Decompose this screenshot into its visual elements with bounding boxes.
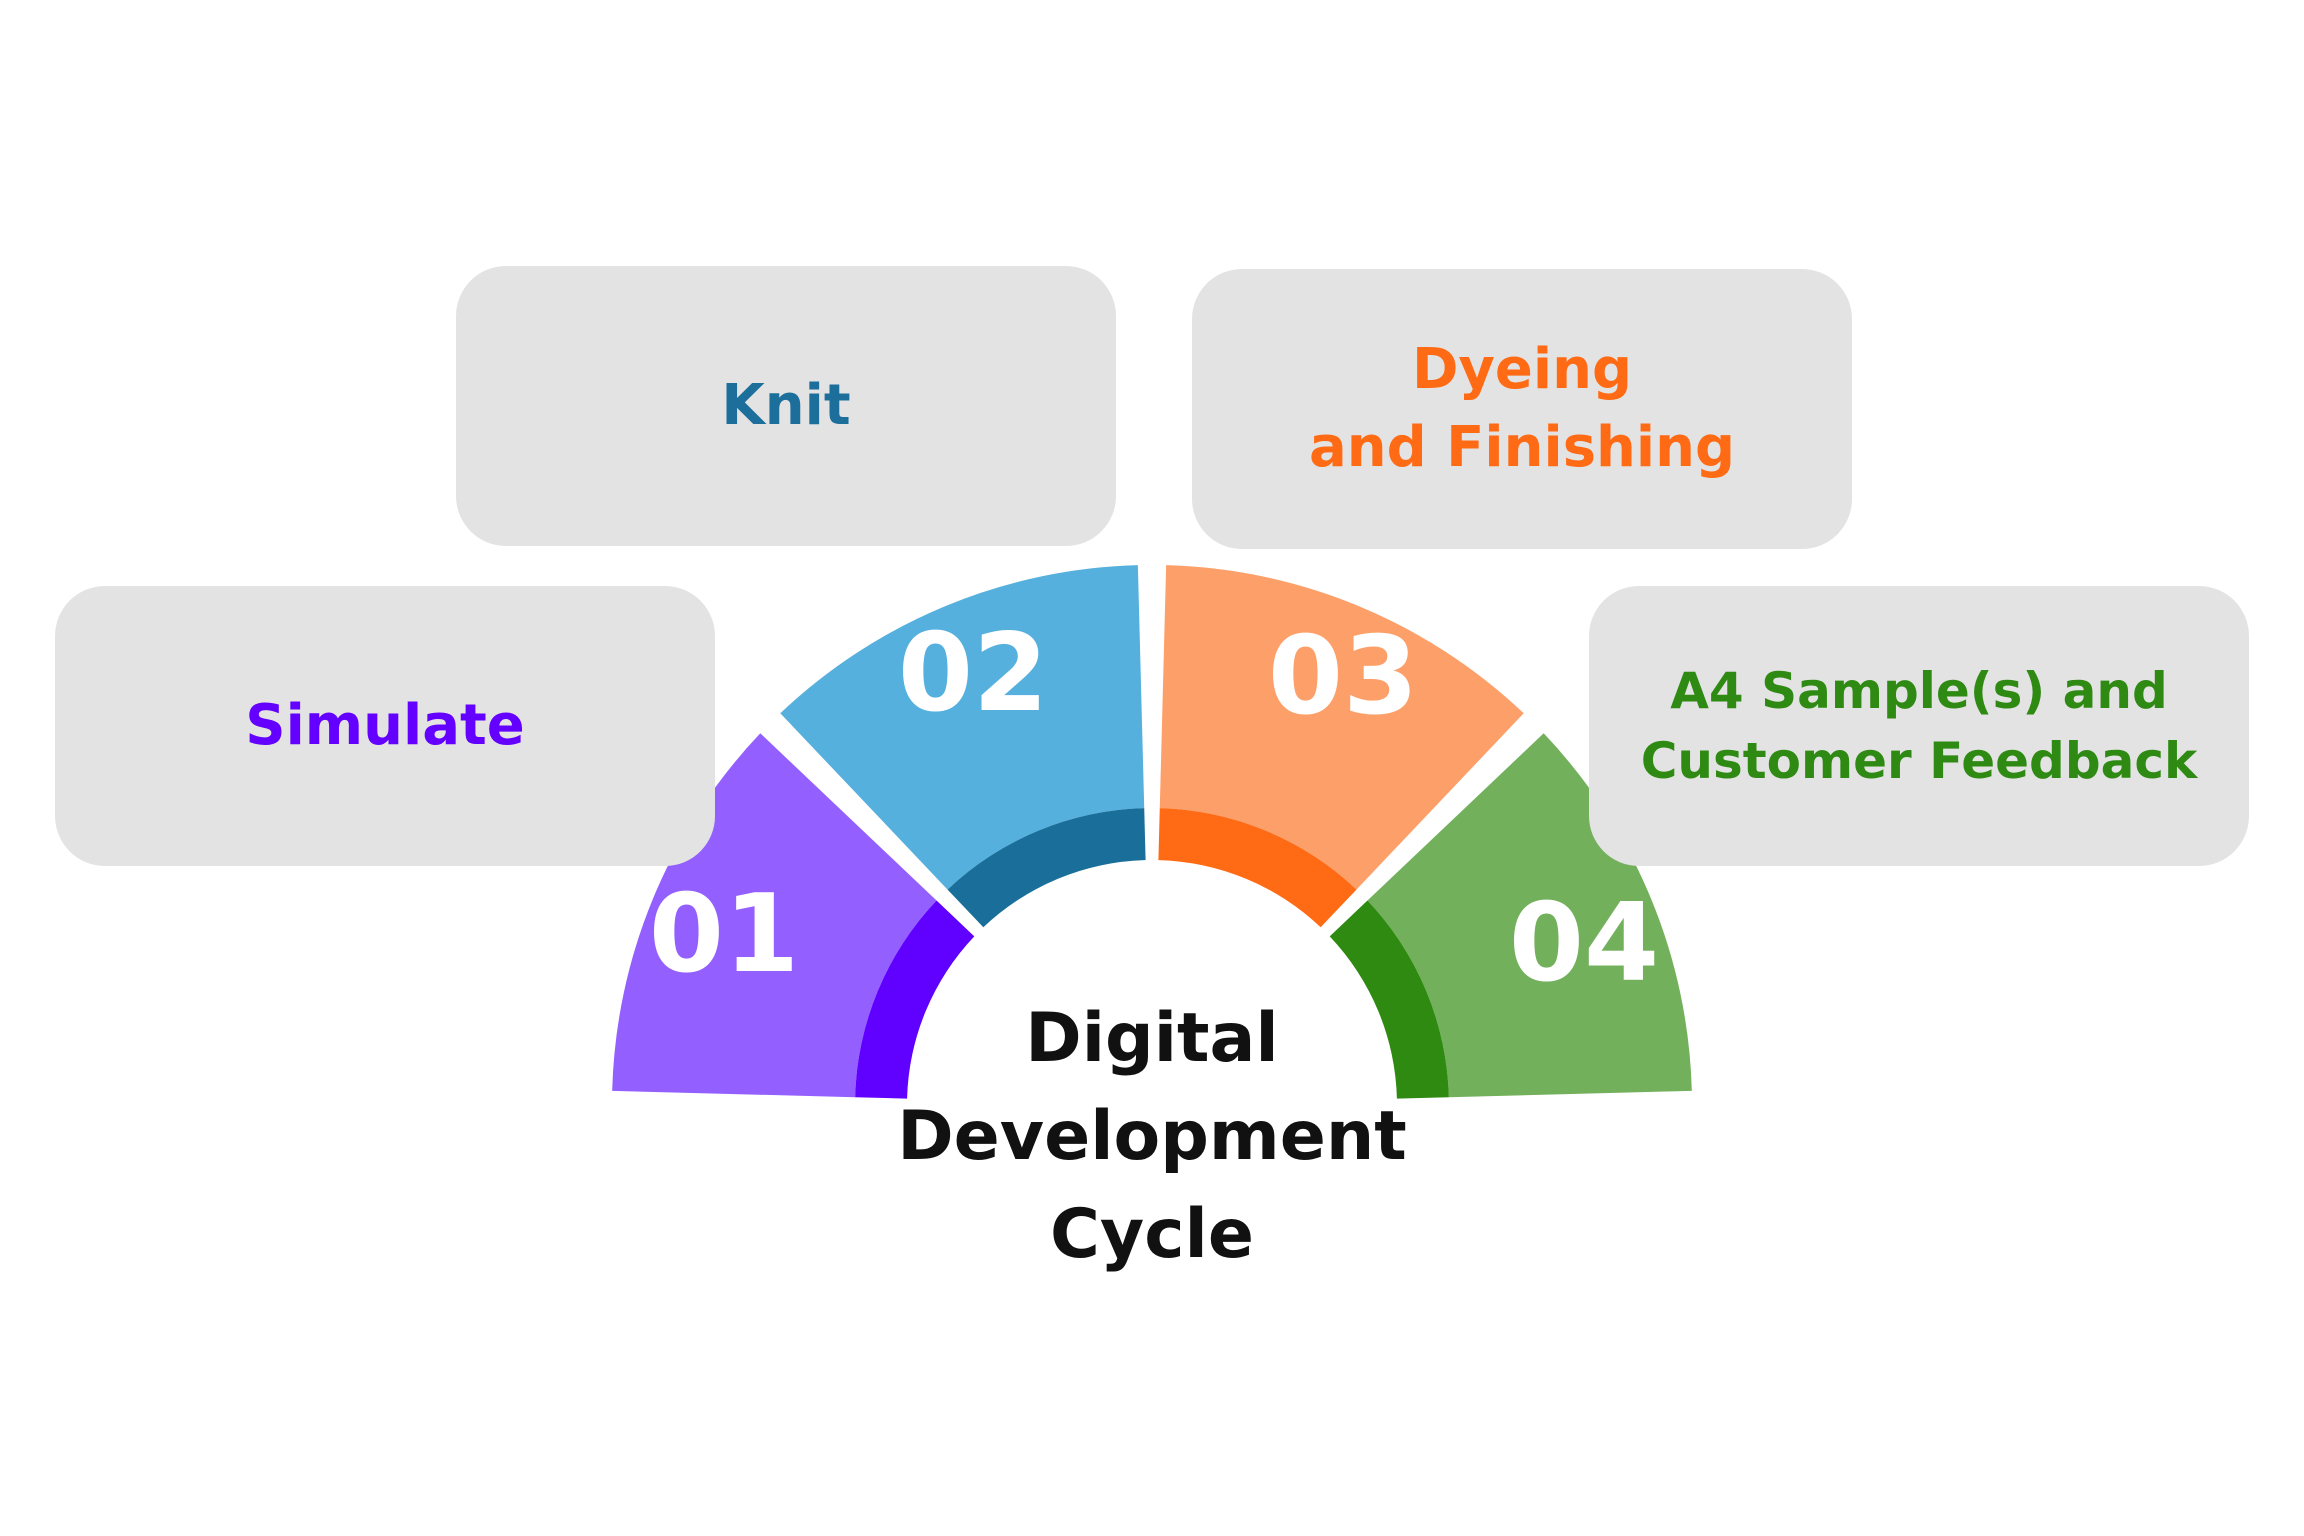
step-3-label-line-1: Dyeing — [1411, 336, 1633, 402]
step-2-number: 02 — [897, 611, 1049, 736]
step-3-label-line-2: and Finishing — [1308, 415, 1736, 480]
step-4-label-line-1: A4 Sample(s) and — [1670, 662, 2168, 720]
step-1-label: Simulate — [245, 692, 525, 758]
step-2-label: Knit — [721, 372, 851, 438]
diagram-title: Digital Development Cycle — [852, 990, 1452, 1284]
step-4-number: 04 — [1508, 881, 1660, 1006]
step-1-number: 01 — [648, 872, 800, 997]
segment-3-inner — [1158, 808, 1357, 928]
step-4-label-line-2: Customer Feedback — [1640, 732, 2198, 790]
segment-2-inner — [947, 808, 1146, 928]
segment-2-outer — [780, 565, 1145, 890]
title-line-2: Development — [897, 1097, 1407, 1176]
step-3-number: 03 — [1267, 614, 1419, 739]
title-line-1: Digital — [1025, 999, 1279, 1078]
step-4-box: A4 Sample(s) and Customer Feedback — [1589, 586, 2249, 866]
segment-4-inner — [1329, 900, 1449, 1099]
step-1-box: Simulate — [55, 586, 715, 866]
step-2-box: Knit — [456, 266, 1116, 546]
step-3-box: Dyeing and Finishing — [1192, 269, 1852, 549]
title-line-3: Cycle — [1050, 1195, 1254, 1274]
segment-1-inner — [855, 900, 975, 1099]
segment-3-outer — [1159, 565, 1524, 890]
